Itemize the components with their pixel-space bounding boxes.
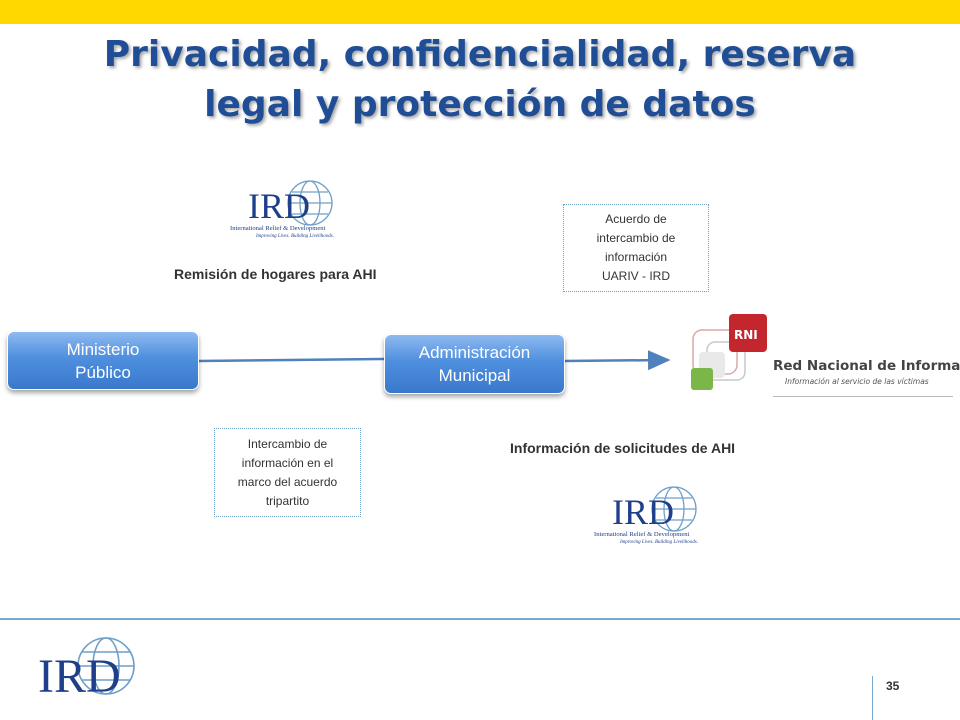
rni-title: Red Nacional de Información (773, 358, 960, 374)
ird-wordmark: IRD (38, 650, 121, 700)
ird-logo-top: IRD International Relief & Development I… (230, 180, 334, 239)
rni-badge-text: RNI (734, 328, 758, 342)
connector-ministerio-administracion (197, 357, 386, 363)
globe-icon (77, 637, 135, 695)
label-informacion-solicitudes: Información de solicitudes de AHI (510, 440, 736, 456)
ird-logo-bottom: IRD International Relief & Development I… (594, 486, 698, 545)
note-acuerdo-intercambio: Acuerdo de intercambio de información UA… (563, 204, 709, 292)
ird-logo-footer: IRD (38, 637, 135, 700)
title-line-1: Privacidad, confidencialidad, reserva (103, 34, 857, 75)
node-ministerio-publico: Ministerio Público (7, 331, 199, 390)
node-administracion-municipal: Administración Municipal (384, 334, 565, 394)
footer-divider (872, 676, 873, 720)
rni-subtitle: Información al servicio de las víctimas (785, 377, 929, 386)
rni-underline (773, 396, 953, 397)
ird-tagline: Improving Lives. Building Livelihoods. (619, 540, 698, 545)
label-remision-hogares: Remisión de hogares para AHI (174, 266, 377, 282)
rni-logo: RNI Red Nacional de Información Informac… (685, 312, 960, 402)
arrow-administracion-rni (563, 350, 671, 371)
note-intercambio-tripartito: Intercambio de información en el marco d… (214, 428, 361, 517)
ird-name: International Relief & Development (230, 225, 326, 232)
page-number: 35 (886, 679, 900, 693)
footer-rule (0, 618, 960, 620)
slide-title: Privacidad, confidencialidad, reserva le… (60, 30, 900, 130)
title-line-2: legal y protección de datos (204, 84, 756, 125)
ird-wordmark: IRD (612, 492, 674, 532)
ird-name: International Relief & Development (594, 531, 690, 538)
rni-mark-icon: RNI (691, 314, 767, 390)
globe-icon (651, 486, 697, 532)
globe-icon (287, 180, 333, 226)
ird-wordmark: IRD (248, 186, 310, 226)
ird-tagline: Improving Lives. Building Livelihoods. (255, 234, 334, 239)
top-accent-bar (0, 0, 960, 24)
